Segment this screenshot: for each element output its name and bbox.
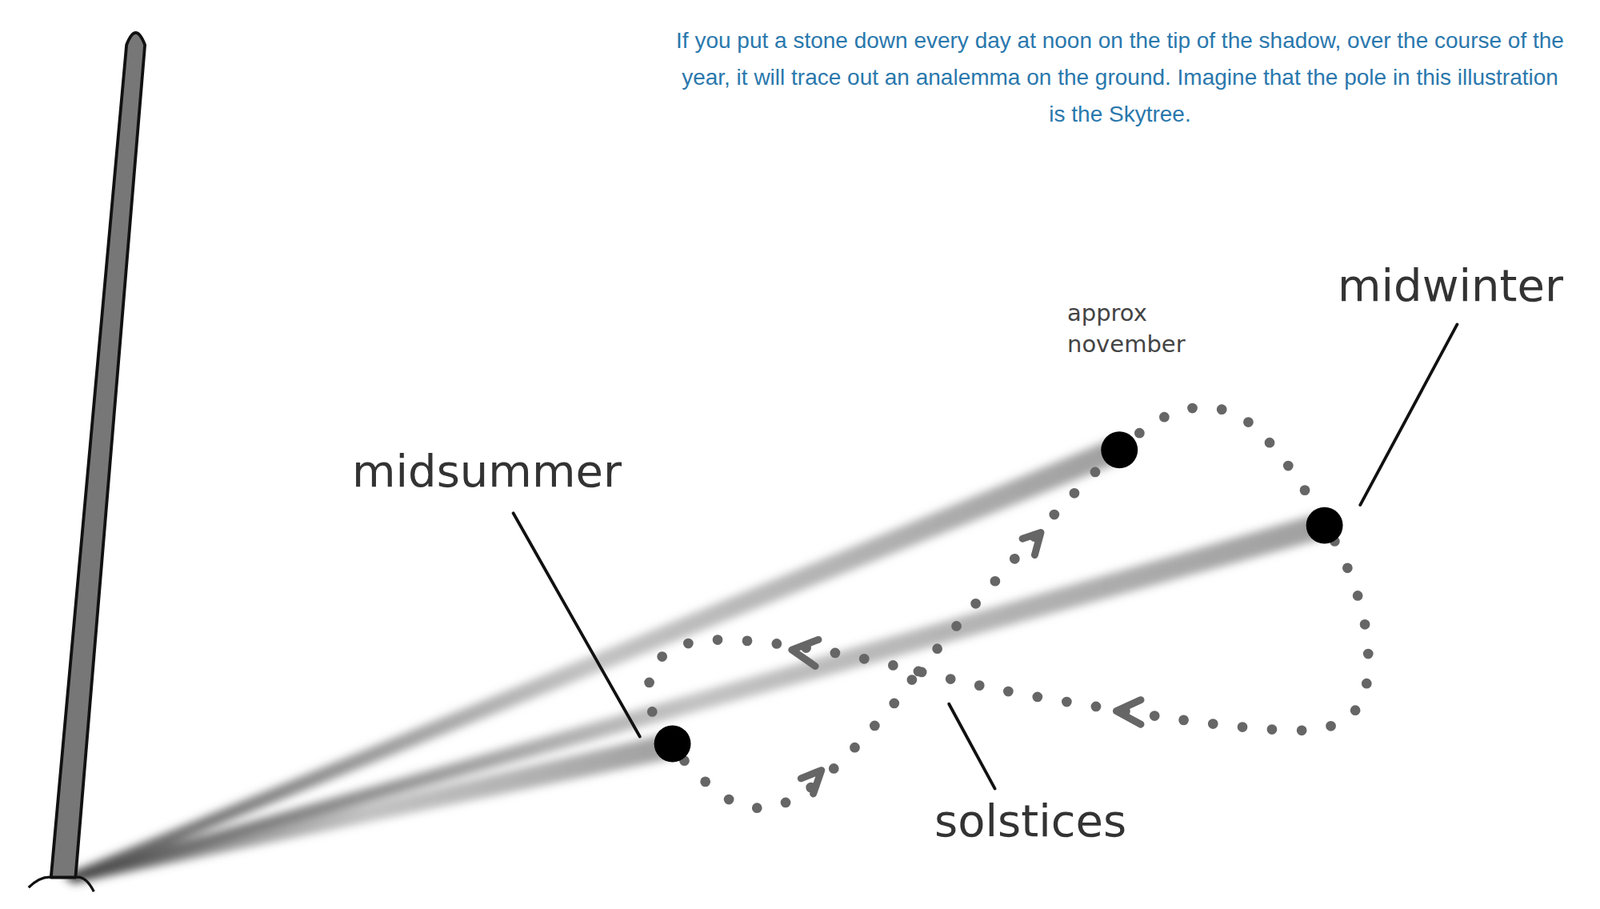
month-label: approx november: [1067, 297, 1204, 360]
direction-arrows: [792, 532, 1141, 794]
caption-text: If you put a stone down every day at noo…: [672, 22, 1568, 133]
analemma-dots: [648, 407, 1368, 808]
season-label: midwinter: [1337, 260, 1564, 311]
solstice-label: solstices: [934, 796, 1127, 846]
season-label: midsummer: [352, 446, 622, 496]
leader-lines: [513, 324, 1458, 788]
marker-stones: [654, 431, 1344, 762]
pole: [28, 32, 145, 892]
shadow-beams: [63, 438, 1323, 884]
